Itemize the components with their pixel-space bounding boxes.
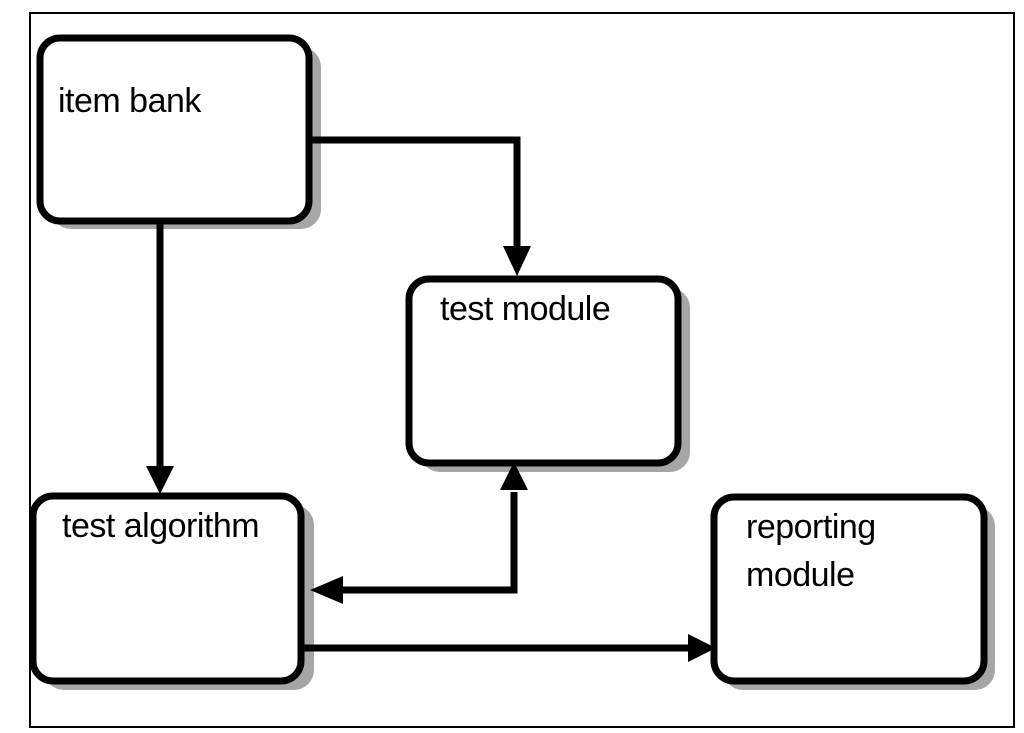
test-module-box — [405, 275, 682, 467]
test-module-label-text: test module — [440, 290, 611, 328]
edge-item-bank-to-test-module — [310, 136, 521, 250]
reporting-module-label: reporting module — [746, 503, 876, 599]
reporting-module-box — [710, 493, 988, 685]
item-bank-box — [36, 34, 313, 225]
test-algorithm-box — [29, 492, 305, 685]
arrowhead-into-test-algorithm — [146, 466, 174, 494]
reporting-module-label-line2: module — [746, 556, 855, 594]
diagram-frame — [29, 12, 1015, 728]
arrowhead-up-into-test-module — [500, 462, 528, 490]
reporting-module-label-line1: reporting — [746, 508, 876, 546]
test-algorithm-label-text: test algorithm — [62, 507, 260, 545]
edge-test-algorithm-test-module — [341, 492, 518, 594]
item-bank-label-text: item bank — [58, 82, 201, 120]
arrowhead-into-test-module — [503, 246, 531, 276]
arrowhead-into-reporting-module — [688, 634, 716, 662]
test-algorithm-label: test algorithm — [62, 502, 260, 550]
item-bank-label: item bank — [58, 77, 201, 125]
arrowhead-into-test-algorithm-side — [310, 576, 343, 604]
test-module-label: test module — [440, 285, 611, 333]
